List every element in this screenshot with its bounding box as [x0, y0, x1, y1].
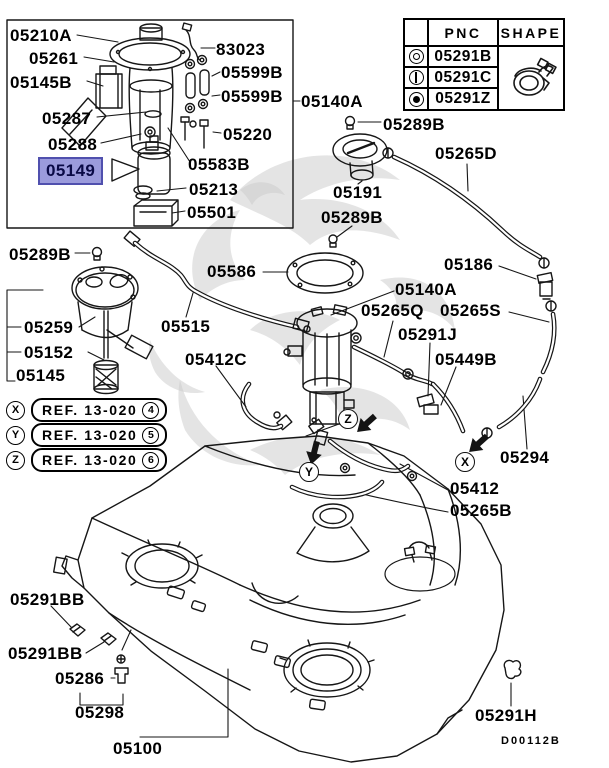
part-label-83023[interactable]: 83023: [216, 40, 266, 59]
part-label-05599b-2[interactable]: 05599B: [221, 87, 283, 106]
part-label-05583b[interactable]: 05583B: [188, 155, 250, 174]
part-label-05586[interactable]: 05586: [207, 262, 257, 281]
part-label-05412[interactable]: 05412: [450, 479, 500, 498]
part-label-05294[interactable]: 05294: [500, 448, 550, 467]
ref-text: REF. 13-020: [42, 427, 138, 443]
ref-link-13-020-5[interactable]: REF. 13-020 5: [31, 423, 168, 447]
part-label-05298[interactable]: 05298: [75, 703, 125, 722]
pnc-value-05291c[interactable]: 05291C: [427, 66, 497, 87]
part-label-05286[interactable]: 05286: [55, 669, 105, 688]
part-label-05191[interactable]: 05191: [333, 183, 383, 202]
hose-clamp-icon: [497, 45, 563, 109]
filler-cap-assembly: [328, 115, 557, 450]
part-label-05259[interactable]: 05259: [24, 318, 74, 337]
part-label-05186[interactable]: 05186: [444, 255, 494, 274]
part-label-05289b-1[interactable]: 05289B: [383, 115, 445, 134]
part-label-05501[interactable]: 05501: [187, 203, 237, 222]
ref-page-number: 5: [142, 426, 160, 444]
pnc-value-05291z[interactable]: 05291Z: [427, 87, 497, 109]
fuel-tank-body: [52, 435, 505, 763]
part-label-05265d[interactable]: 05265D: [435, 144, 497, 163]
part-label-05265q[interactable]: 05265Q: [361, 301, 424, 320]
symbol-dotted-circle-icon: [405, 87, 427, 109]
inset-box-pump-exploded: [6, 19, 294, 229]
ref-marker-z: Z: [6, 450, 25, 470]
part-label-05261[interactable]: 05261: [29, 49, 79, 68]
part-label-05287[interactable]: 05287: [42, 109, 92, 128]
part-label-05145[interactable]: 05145: [16, 366, 66, 385]
ref-link-13-020-4[interactable]: REF. 13-020 4: [31, 398, 168, 422]
part-label-05152[interactable]: 05152: [24, 343, 74, 362]
ref-page-number: 4: [142, 401, 160, 419]
part-label-05291j[interactable]: 05291J: [398, 325, 458, 344]
ref-row-y: Y REF. 13-020 5: [6, 423, 168, 447]
part-label-05515[interactable]: 05515: [161, 317, 211, 336]
shape-column-header: SHAPE: [497, 20, 563, 45]
pnc-value-05291b[interactable]: 05291B: [427, 45, 497, 66]
symbol-column-header: [405, 20, 427, 45]
pump-module: [262, 252, 395, 425]
diagram-marker-y: Y: [299, 462, 319, 482]
part-label-05100[interactable]: 05100: [113, 739, 163, 758]
symbol-double-circle-icon: [405, 45, 427, 66]
part-label-05291bb-1[interactable]: 05291BB: [10, 590, 85, 609]
ref-row-x: X REF. 13-020 4: [6, 398, 168, 422]
part-label-05599b-1[interactable]: 05599B: [221, 63, 283, 82]
ref-link-13-020-6[interactable]: REF. 13-020 6: [31, 448, 168, 472]
pnc-shape-table: PNC SHAPE 05291B 05291C 05291Z: [403, 18, 565, 111]
ref-row-z: Z REF. 13-020 6: [6, 448, 168, 472]
part-label-05288[interactable]: 05288: [48, 135, 98, 154]
part-label-05145b[interactable]: 05145B: [10, 73, 72, 92]
part-label-05289b-2[interactable]: 05289B: [321, 208, 383, 227]
part-label-05220[interactable]: 05220: [223, 125, 273, 144]
connector-parts: [402, 342, 457, 415]
ref-marker-y: Y: [6, 425, 25, 445]
part-label-05289b-3[interactable]: 05289B: [9, 245, 71, 264]
part-label-05291bb-2[interactable]: 05291BB: [8, 644, 83, 663]
bottom-fasteners: [50, 605, 522, 738]
ref-marker-x: X: [6, 400, 25, 420]
ref-page-number: 6: [142, 451, 160, 469]
direction-arrows: [306, 413, 489, 465]
diagram-marker-z: Z: [338, 409, 358, 429]
part-label-05210a[interactable]: 05210A: [10, 26, 72, 45]
ref-text: REF. 13-020: [42, 452, 138, 468]
sender-flange-assembly: [6, 246, 154, 395]
symbol-barred-circle-icon: [405, 66, 427, 87]
part-label-05140a-1[interactable]: 05140A: [301, 92, 363, 111]
drawing-code: D00112B: [501, 735, 561, 747]
diagram-marker-x: X: [455, 452, 475, 472]
part-label-05449b[interactable]: 05449B: [435, 350, 497, 369]
part-label-05213[interactable]: 05213: [189, 180, 239, 199]
part-label-05265s[interactable]: 05265S: [440, 301, 502, 320]
part-label-05265b[interactable]: 05265B: [450, 501, 512, 520]
part-label-05412c[interactable]: 05412C: [185, 350, 247, 369]
part-label-05140a-2[interactable]: 05140A: [395, 280, 457, 299]
ref-text: REF. 13-020: [42, 402, 138, 418]
part-label-05291h[interactable]: 05291H: [475, 706, 537, 725]
part-label-05149-highlighted[interactable]: 05149: [38, 157, 104, 185]
inset-leader-lines: [76, 34, 301, 214]
pnc-column-header: PNC: [427, 20, 497, 45]
